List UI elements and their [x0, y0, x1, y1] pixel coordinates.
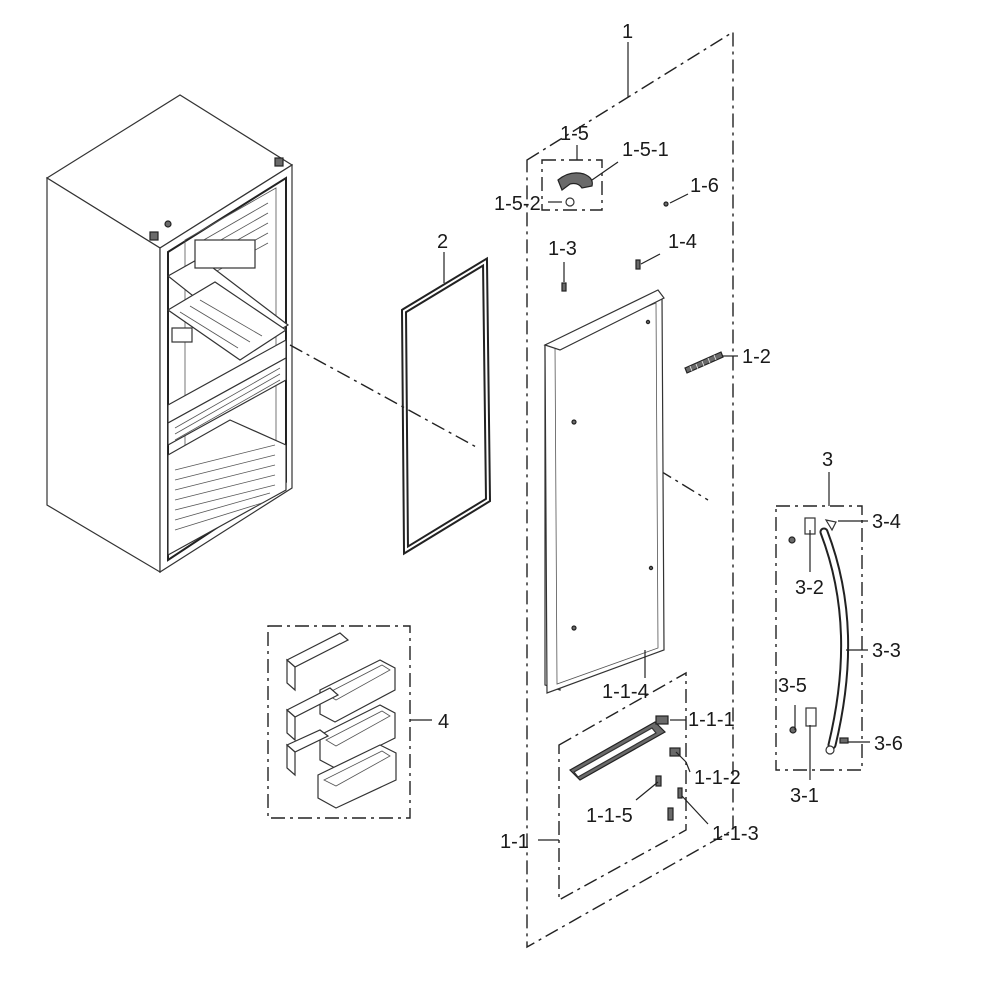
door-hardware — [561, 201, 724, 374]
callout-3-2: 3-2 — [795, 577, 824, 599]
callout-3-6: 3-6 — [874, 733, 903, 755]
callout-3-1: 3-1 — [790, 785, 819, 807]
callout-3-4: 3-4 — [872, 511, 901, 533]
door-handle — [788, 517, 850, 755]
refrigerator-cabinet — [45, 94, 294, 574]
upper-hinge — [557, 172, 593, 207]
door-gasket — [400, 256, 492, 556]
callout-1-1-2: 1-1-2 — [694, 767, 741, 789]
callout-1-4: 1-4 — [668, 231, 697, 253]
callout-1-1-5: 1-1-5 — [586, 805, 633, 827]
door-assembly-boundary — [526, 30, 734, 949]
callout-1-1-1: 1-1-1 — [688, 709, 735, 731]
callout-1-1-4: 1-1-4 — [602, 681, 649, 703]
callout-1-3: 1-3 — [548, 238, 577, 260]
callout-1-5-2: 1-5-2 — [494, 193, 541, 215]
callout-4: 4 — [438, 711, 449, 733]
callout-3: 3 — [822, 449, 833, 471]
callout-1-1: 1-1 — [500, 831, 529, 853]
lower-hinge-box — [558, 671, 687, 902]
callout-1-5: 1-5 — [560, 123, 589, 145]
callout-1: 1 — [622, 21, 633, 43]
leader-lines — [410, 42, 870, 841]
callout-1-1-3: 1-1-3 — [712, 823, 759, 845]
door-bins — [285, 632, 397, 809]
callout-3-3: 3-3 — [872, 640, 901, 662]
handle-assembly-box — [775, 505, 863, 771]
callout-labels: 1 2 1-5 1-5-1 1-5-2 1-6 1-3 1-4 1-2 1-1-… — [437, 21, 903, 853]
lower-hinge — [569, 715, 683, 821]
callout-3-5: 3-5 — [778, 675, 807, 697]
refrigerator-door — [543, 289, 665, 694]
door-bins-box — [267, 625, 411, 819]
assembly-line-cabinet — [289, 344, 479, 449]
callout-1-6: 1-6 — [690, 175, 719, 197]
callout-1-2: 1-2 — [742, 346, 771, 368]
callout-1-5-1: 1-5-1 — [622, 139, 669, 161]
callout-2: 2 — [437, 231, 448, 253]
upper-hinge-box — [541, 159, 603, 211]
assembly-line-door — [589, 427, 709, 501]
